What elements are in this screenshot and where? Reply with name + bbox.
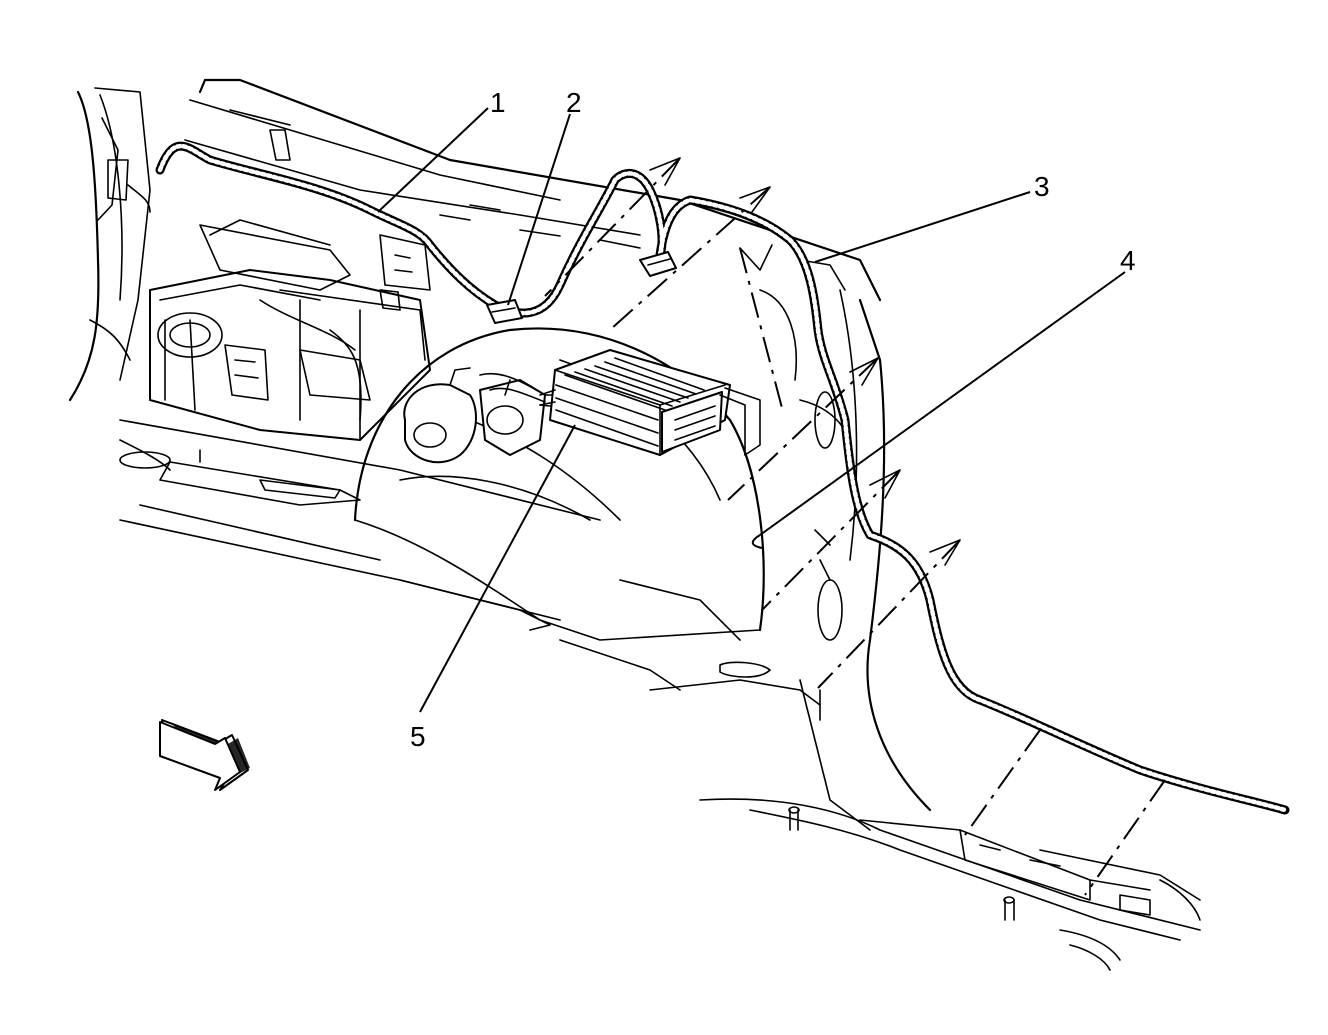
callout-5: 5 bbox=[410, 721, 426, 752]
amplifier bbox=[539, 349, 761, 456]
callout-4: 4 bbox=[1120, 245, 1136, 276]
rear-pillar-and-sill bbox=[699, 259, 1201, 971]
callout-2: 2 bbox=[566, 87, 582, 118]
vehicle-body-structure bbox=[68, 78, 882, 691]
callout-leaders bbox=[377, 107, 1126, 713]
install-guide-lines bbox=[544, 157, 1166, 896]
wheelhouse bbox=[353, 327, 821, 706]
front-direction-arrow-icon bbox=[159, 719, 250, 791]
callout-1: 1 bbox=[490, 87, 506, 118]
callout-labels: 1 2 3 4 5 bbox=[410, 87, 1136, 752]
callout-3: 3 bbox=[1034, 171, 1050, 202]
wiring-harness bbox=[155, 141, 1290, 815]
